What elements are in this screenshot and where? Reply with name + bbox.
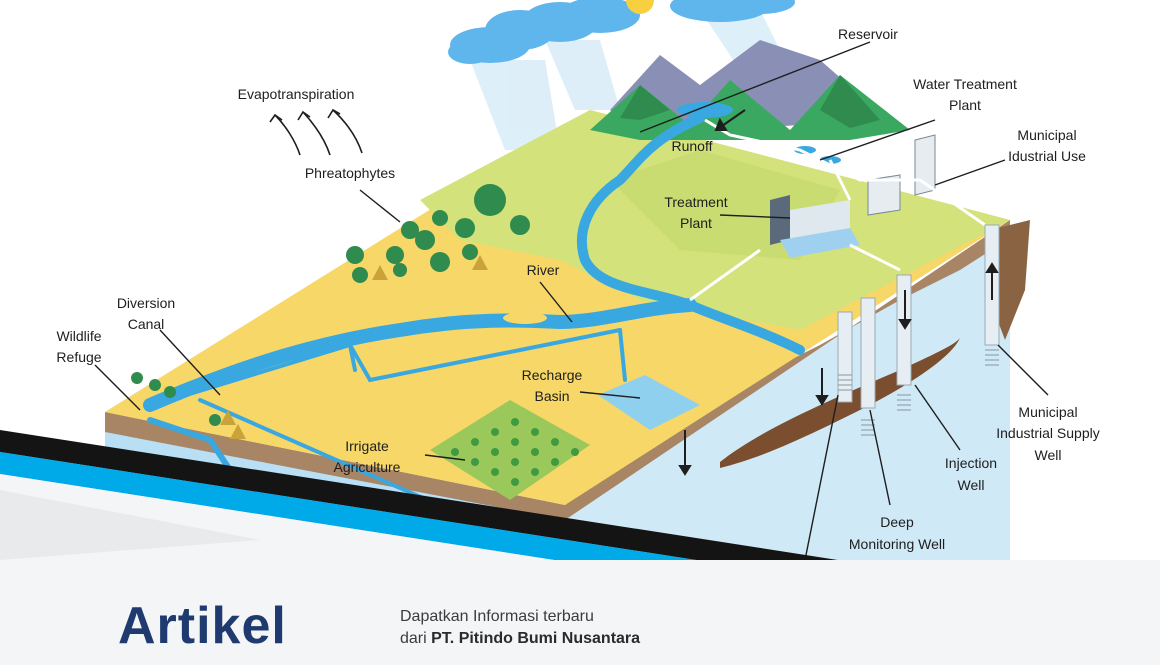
leader-lines [94, 41, 1049, 561]
label-municipal-1: Municipal [1017, 127, 1076, 143]
label-recharge-2: Basin [534, 388, 569, 404]
label-treatment-2: Plant [680, 215, 712, 231]
river-system [143, 113, 805, 512]
footer-subtitle-prefix: dari [400, 630, 432, 647]
evapotranspiration-arrows [269, 108, 363, 156]
reservoir-lake [677, 102, 733, 118]
label-water-treatment-1: Water Treatment [913, 76, 1017, 92]
label-wildlife-1: Wildlife [56, 328, 101, 344]
label-municipal-2: Idustrial Use [1008, 148, 1086, 164]
crop-dots [451, 418, 579, 486]
label-treatment-1: Treatment [664, 194, 727, 210]
treatment-plant-building [770, 195, 860, 258]
label-supply-3: Well [1035, 447, 1062, 463]
mountains [590, 40, 910, 140]
trees [131, 184, 530, 439]
label-diversion-2: Canal [128, 316, 165, 332]
flow-arrows [678, 109, 999, 476]
footer-shadow-wedge [0, 490, 260, 560]
footer-subtitle-line1: Dapatkan Informasi terbaru [400, 608, 594, 625]
river-island [503, 312, 547, 324]
diagram-labels: Reservoir Water Treatment Plant Municipa… [56, 26, 1099, 573]
label-reservoir: Reservoir [838, 26, 898, 42]
footer-subtitle: Dapatkan Informasi terbaru dari PT. Piti… [400, 606, 640, 650]
label-wildlife-2: Refuge [56, 349, 101, 365]
pipelines [689, 118, 986, 302]
label-deep-2: Monitoring Well [849, 536, 945, 552]
soil-pocket [990, 220, 1030, 340]
label-phreatophytes: Phreatophytes [305, 165, 395, 181]
footer-company-name: PT. Pitindo Bumi Nusantara [431, 630, 641, 647]
recharge-basin [598, 375, 700, 430]
label-injection-2: Well [958, 477, 985, 493]
label-supply-1: Municipal [1018, 404, 1077, 420]
label-diversion-1: Diversion [117, 295, 175, 311]
label-runoff: Runoff [672, 138, 713, 154]
label-injection-1: Injection [945, 455, 997, 471]
label-supply-2: Industrial Supply [996, 425, 1100, 441]
label-river: River [527, 262, 560, 278]
footer-title: Artikel [118, 597, 287, 655]
label-irrigate-1: Irrigate [345, 438, 389, 454]
agriculture-field [430, 400, 590, 500]
footer-panel-body [0, 560, 1160, 665]
label-evapotranspiration: Evapotranspiration [238, 86, 355, 102]
label-recharge-1: Recharge [522, 367, 583, 383]
label-irrigate-2: Agriculture [334, 459, 401, 475]
label-deep-1: Deep [880, 514, 914, 530]
clouds [448, 0, 795, 150]
soil-front [105, 412, 565, 520]
footer-subtitle-line2: dari PT. Pitindo Bumi Nusantara [400, 628, 640, 650]
label-water-treatment-2: Plant [949, 97, 981, 113]
